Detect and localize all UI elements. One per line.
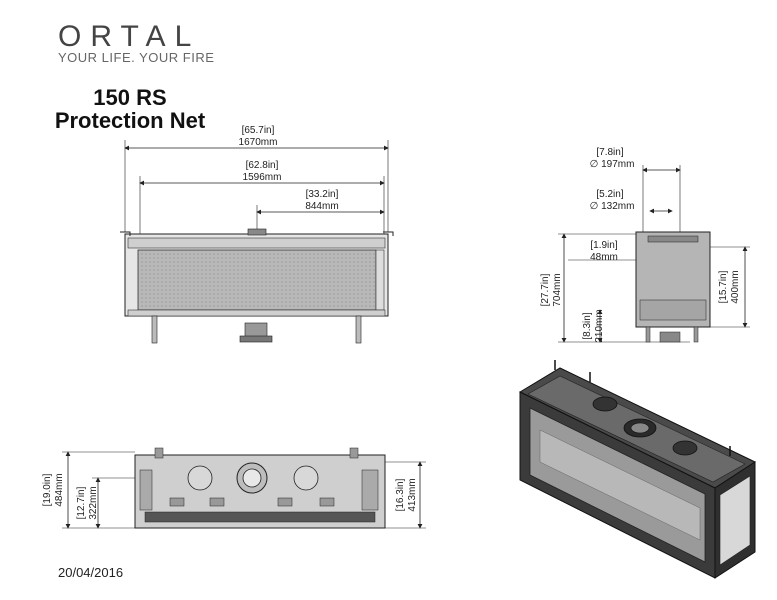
side-total-height-in: [27.7in] bbox=[540, 273, 551, 306]
side-total-height-mm: 704mm bbox=[552, 273, 563, 306]
side-flue-setback-in: [1.9in] bbox=[590, 240, 617, 251]
front-overall-width-in: [65.7in] bbox=[242, 125, 275, 136]
top-flue-center-mm: 322mm bbox=[88, 486, 99, 519]
top-depth-in: [19.0in] bbox=[42, 473, 53, 506]
top-inner-depth-in: [16.3in] bbox=[395, 478, 406, 511]
side-box-height-mm: 400mm bbox=[730, 270, 741, 303]
front-overall-width-mm: 1670mm bbox=[239, 137, 278, 148]
side-flue-outer-in: [7.8in] bbox=[596, 147, 623, 158]
top-inner-depth-mm: 413mm bbox=[407, 478, 418, 511]
side-flue-setback-mm: 48mm bbox=[590, 252, 618, 263]
top-view: [19.0in] 484mm [12.7in] 322mm [16.3in] 4… bbox=[42, 447, 426, 529]
side-leg-height-mm: 210mm bbox=[594, 309, 605, 342]
side-flue-outer-mm: ∅ 197mm bbox=[590, 159, 635, 170]
front-flue-offset-mm: 844mm bbox=[305, 201, 338, 212]
protection-net bbox=[137, 249, 377, 311]
side-flue-inner-in: [5.2in] bbox=[596, 189, 623, 200]
top-flue-center-in: [12.7in] bbox=[76, 486, 87, 519]
side-flue-inner-mm: ∅ 132mm bbox=[590, 201, 635, 212]
side-box-height-in: [15.7in] bbox=[718, 270, 729, 303]
front-glass-width-in: [62.8in] bbox=[246, 160, 279, 171]
product-subtitle: Protection Net bbox=[54, 108, 206, 133]
side-leg-height-in: [8.3in] bbox=[582, 312, 593, 339]
drawing-date: 20/04/2016 bbox=[58, 565, 124, 580]
brand-tagline: YOUR LIFE. YOUR FIRE bbox=[58, 50, 215, 65]
front-glass-width-mm: 1596mm bbox=[243, 172, 282, 183]
top-depth-mm: 484mm bbox=[54, 473, 65, 506]
front-flue-offset-in: [33.2in] bbox=[306, 189, 339, 200]
isometric-view bbox=[518, 360, 757, 579]
front-view: [65.7in] 1670mm [62.8in] 1596mm [33.2in]… bbox=[120, 125, 394, 344]
product-title: 150 RS bbox=[93, 85, 167, 110]
brand-logo: ORTAL bbox=[58, 20, 201, 53]
side-view: [7.8in] ∅ 197mm [5.2in] ∅ 132mm [1.9in] … bbox=[540, 147, 750, 343]
